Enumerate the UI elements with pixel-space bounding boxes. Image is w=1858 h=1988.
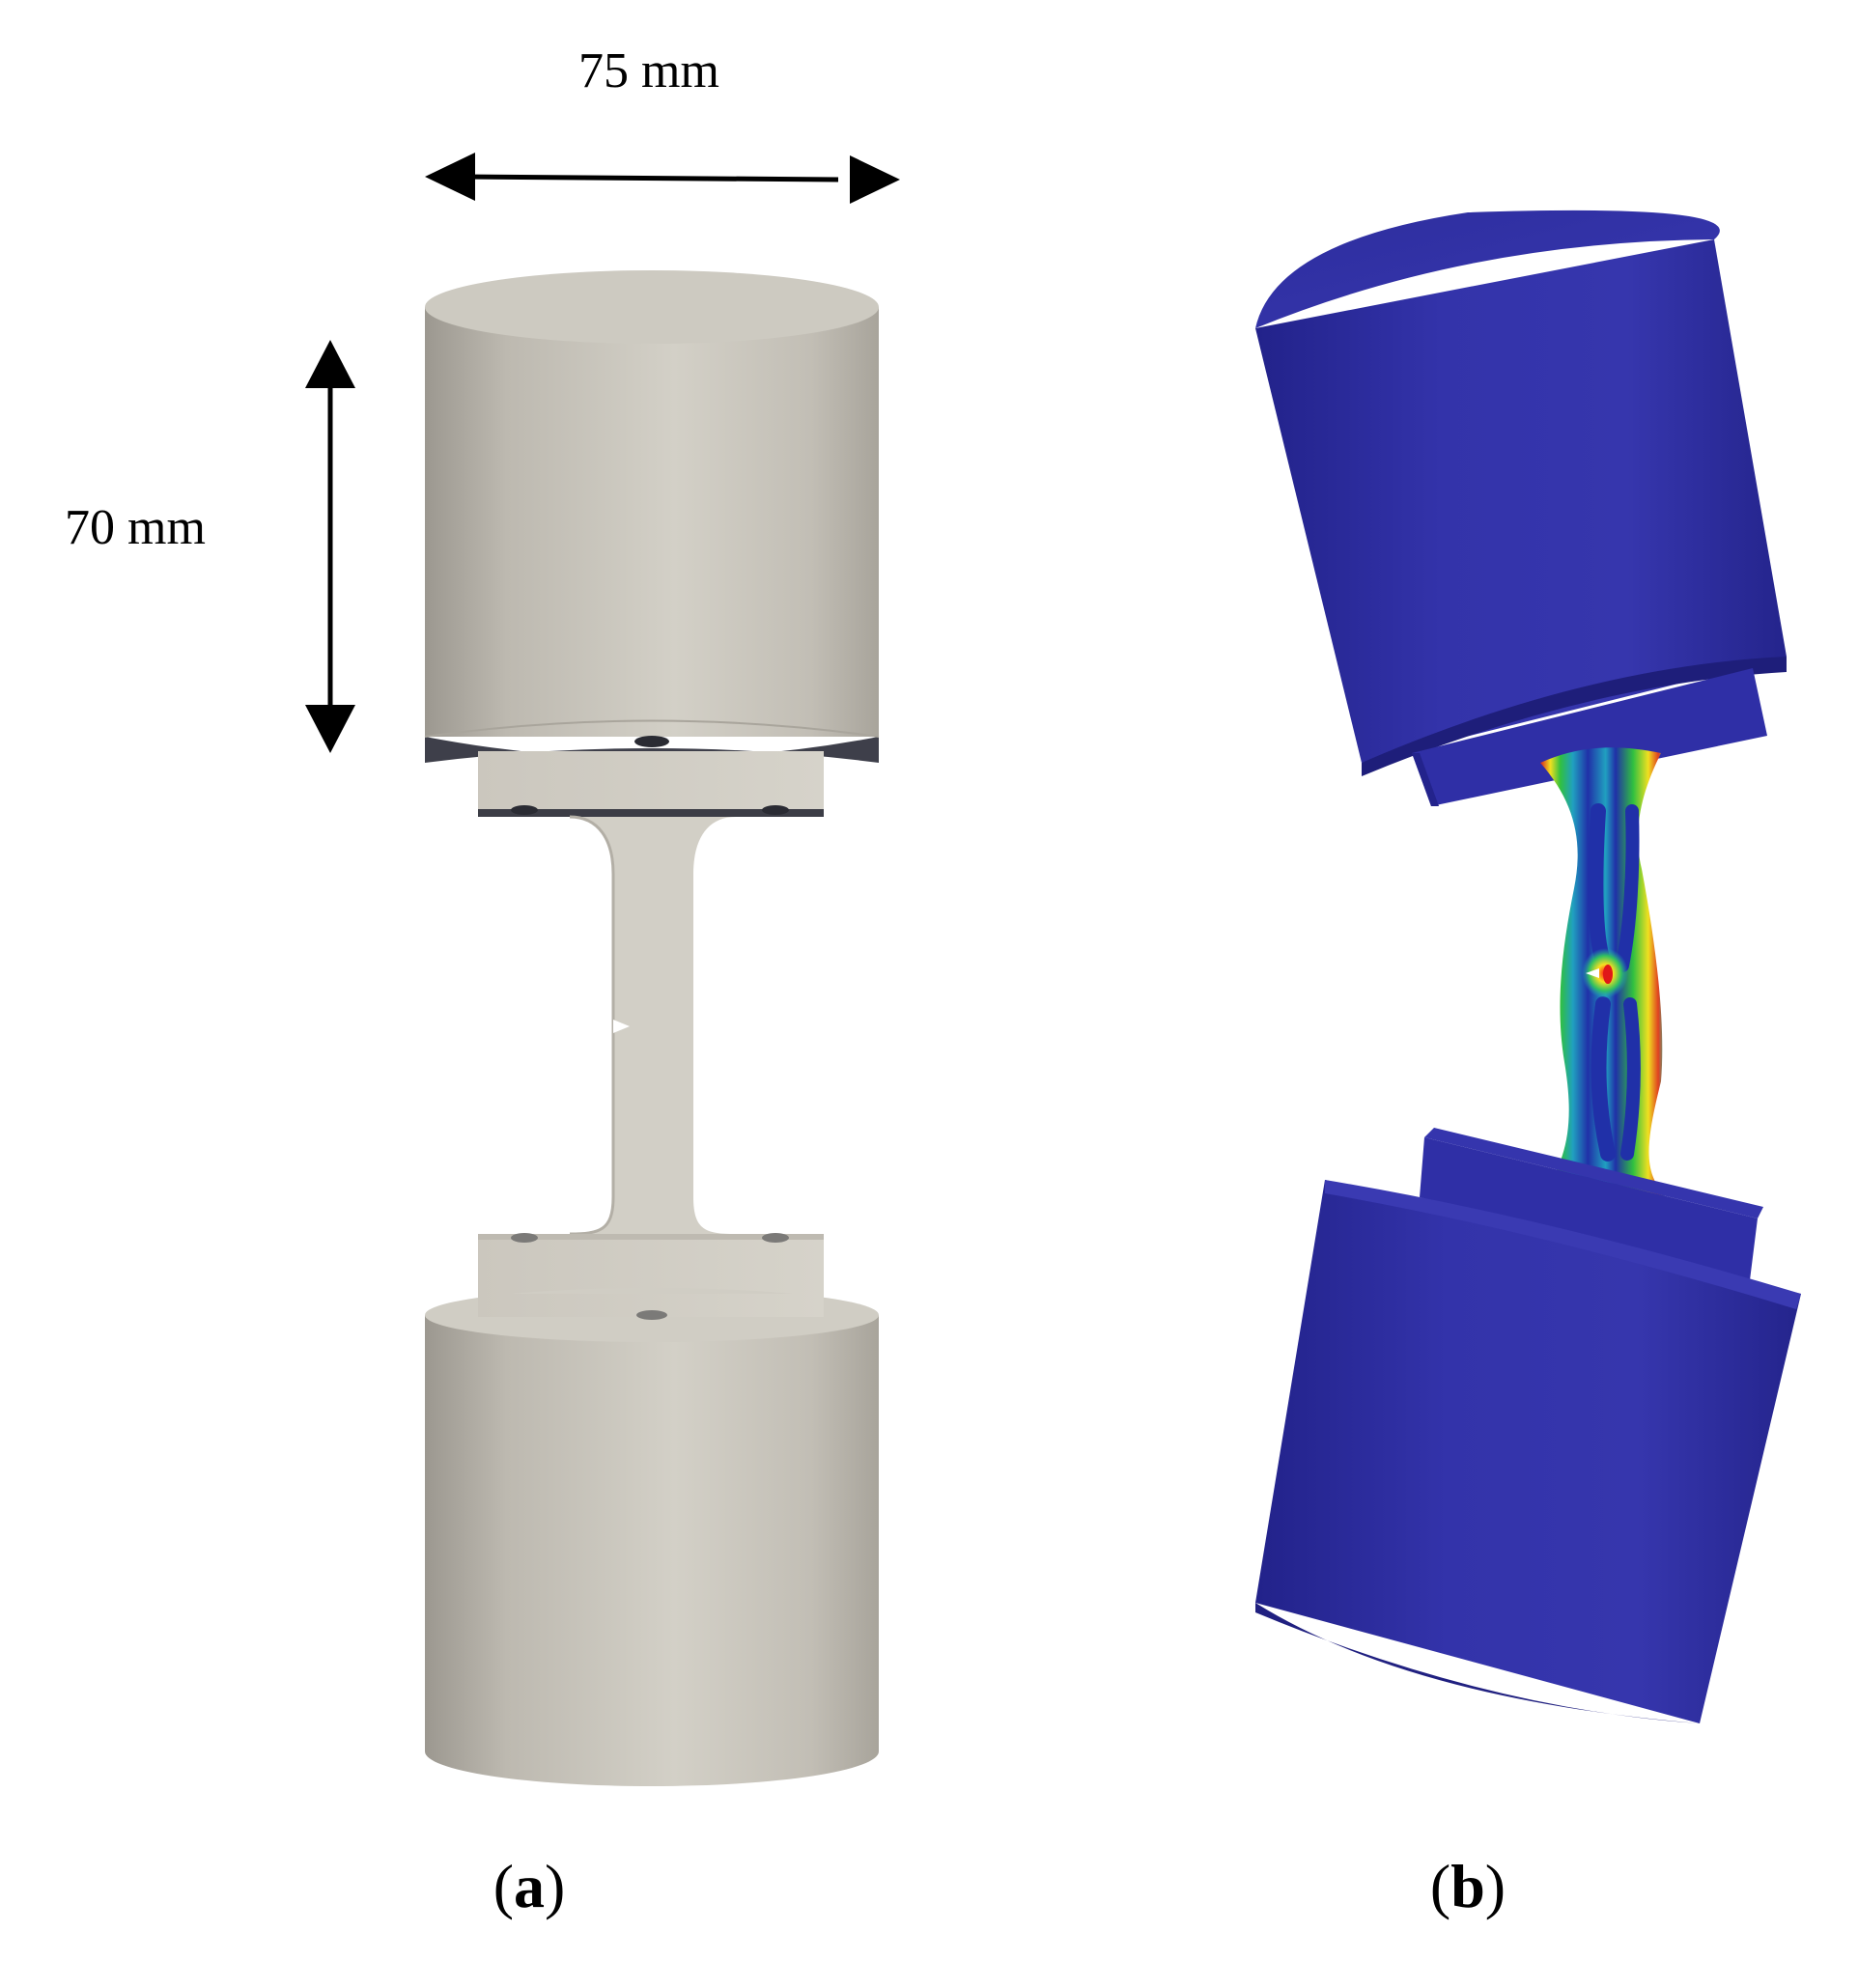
width-dimension-arrow — [425, 153, 900, 204]
deformed-specimen-model — [1255, 210, 1801, 1723]
upper-grip-cylinder-deformed — [1255, 210, 1787, 806]
undeformed-specimen-model — [424, 270, 880, 1786]
width-dimension-label: 75 mm — [578, 43, 719, 98]
lower-grip-cylinder-deformed — [1255, 1128, 1801, 1723]
upper-flange-plate — [478, 751, 824, 817]
height-dimension-arrow — [305, 340, 355, 753]
lower-grip-cylinder — [425, 1288, 879, 1786]
panel-label-a: (a) — [493, 1852, 566, 1920]
upper-grip-cylinder — [424, 270, 880, 763]
height-dimension-label: 70 mm — [65, 500, 206, 555]
dogbone-specimen — [569, 815, 736, 1236]
stress-contour-specimen — [1540, 747, 1666, 1206]
notch — [613, 1020, 630, 1033]
panel-label-b: (b) — [1430, 1852, 1506, 1920]
